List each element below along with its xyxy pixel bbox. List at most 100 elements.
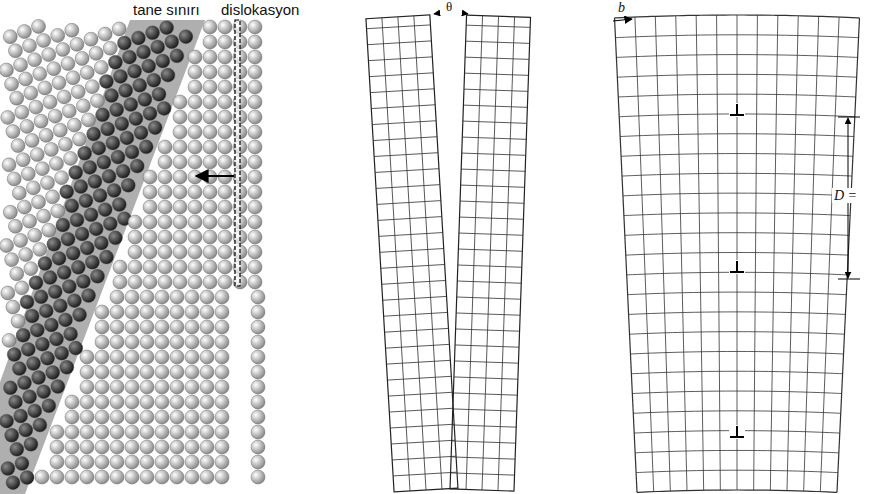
atom xyxy=(110,305,124,319)
atom xyxy=(33,418,47,432)
atom xyxy=(50,455,64,469)
atom xyxy=(185,410,199,424)
atom xyxy=(34,114,48,128)
grid-line xyxy=(414,16,442,489)
grid-line xyxy=(628,292,847,295)
atom xyxy=(248,20,262,34)
grid-line xyxy=(460,201,524,203)
atom xyxy=(203,245,217,259)
atom xyxy=(140,440,154,454)
atom xyxy=(200,290,214,304)
atom xyxy=(131,31,145,45)
atom xyxy=(200,350,214,364)
atom xyxy=(74,180,88,194)
atom xyxy=(64,327,78,341)
atom xyxy=(188,80,202,94)
atom xyxy=(173,110,187,124)
atom xyxy=(125,395,139,409)
atom xyxy=(62,104,76,118)
atom xyxy=(53,123,67,137)
atom xyxy=(80,455,94,469)
atom xyxy=(158,275,172,289)
atom xyxy=(218,185,232,199)
atom xyxy=(185,320,199,334)
atom xyxy=(215,335,229,349)
atom xyxy=(140,320,154,334)
atom xyxy=(188,50,202,64)
atom xyxy=(65,455,79,469)
atom xyxy=(42,399,56,413)
atom xyxy=(138,92,152,106)
atom xyxy=(120,131,134,145)
atom xyxy=(251,410,265,424)
atom xyxy=(218,80,232,94)
atom xyxy=(143,185,157,199)
grid-line xyxy=(461,185,525,187)
atom xyxy=(24,437,38,451)
grain-boundary-band xyxy=(0,20,205,494)
dislocation-symbol xyxy=(729,103,745,117)
atom xyxy=(124,98,138,112)
atom xyxy=(125,470,139,484)
atom xyxy=(215,425,229,439)
grid-line xyxy=(632,391,841,393)
atom xyxy=(173,200,187,214)
grid-line xyxy=(452,425,516,427)
atom xyxy=(95,350,109,364)
atom xyxy=(251,455,265,469)
atom xyxy=(41,176,55,190)
atom xyxy=(80,365,94,379)
atom xyxy=(140,455,154,469)
atom xyxy=(185,290,199,304)
atom xyxy=(155,410,169,424)
atom xyxy=(46,365,60,379)
atom xyxy=(93,189,107,203)
atom xyxy=(110,380,124,394)
grid-line xyxy=(637,490,837,492)
atom xyxy=(38,81,52,95)
grid-line xyxy=(458,249,522,251)
atom xyxy=(19,72,33,86)
atom xyxy=(65,23,79,37)
atom xyxy=(39,304,53,318)
atom xyxy=(215,410,229,424)
atom xyxy=(95,320,109,334)
atom xyxy=(248,155,262,169)
atom xyxy=(0,63,13,77)
atom xyxy=(108,231,122,245)
atom xyxy=(35,470,49,484)
atom xyxy=(188,275,202,289)
atom xyxy=(47,62,61,76)
atom xyxy=(203,80,217,94)
atom xyxy=(203,155,217,169)
atom xyxy=(188,230,202,244)
atom xyxy=(26,356,40,370)
angle-arrow xyxy=(462,13,468,14)
atom xyxy=(57,265,71,279)
atom xyxy=(80,410,94,424)
atom xyxy=(215,350,229,364)
atom xyxy=(155,380,169,394)
atom xyxy=(140,305,154,319)
atom xyxy=(143,170,157,184)
atom xyxy=(65,199,79,213)
atom xyxy=(158,155,172,169)
grid-line xyxy=(382,18,410,491)
atom xyxy=(188,110,202,124)
atom xyxy=(65,410,79,424)
atom xyxy=(79,194,93,208)
atom xyxy=(85,80,99,94)
atom xyxy=(110,290,124,304)
grid-line xyxy=(381,264,445,268)
atom xyxy=(50,425,64,439)
atom xyxy=(110,365,124,379)
grid-line xyxy=(465,73,529,75)
atom xyxy=(128,215,142,229)
grid-line xyxy=(466,41,530,43)
atom xyxy=(95,440,109,454)
atom xyxy=(49,157,63,171)
atom xyxy=(119,83,133,97)
atom xyxy=(103,41,117,55)
grid-line xyxy=(462,153,526,155)
atom xyxy=(185,335,199,349)
